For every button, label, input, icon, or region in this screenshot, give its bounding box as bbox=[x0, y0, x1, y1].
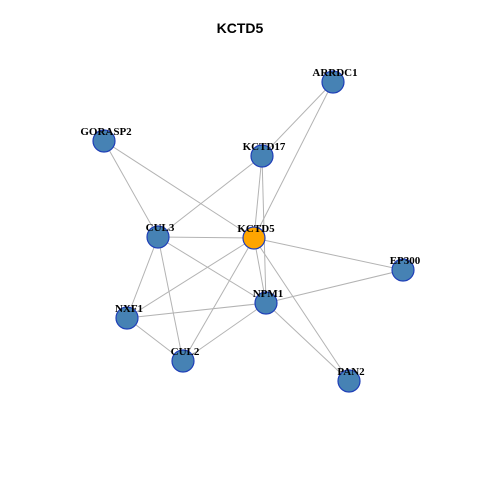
node-npm1[interactable] bbox=[254, 291, 278, 315]
node-label-cul2: CUL2 bbox=[171, 346, 200, 358]
node-arrdc1[interactable] bbox=[321, 70, 345, 94]
edge-npm1-cul2 bbox=[182, 302, 267, 362]
edge-arrdc1-kctd17 bbox=[261, 81, 334, 157]
node-label-ep300: EP300 bbox=[390, 255, 421, 267]
node-ep300[interactable] bbox=[391, 258, 415, 282]
node-label-kctd5: KCTD5 bbox=[237, 223, 275, 235]
edge-kctd17-kctd5 bbox=[253, 155, 263, 239]
node-label-pan2: PAN2 bbox=[337, 366, 365, 378]
node-cul2[interactable] bbox=[171, 349, 195, 373]
edge-nxf1-cul2 bbox=[126, 317, 184, 362]
node-label-npm1: NPM1 bbox=[253, 288, 284, 300]
label-layer: KCTD5 ARRDC1GORASP2KCTD17CUL3EP300NPM1NXF… bbox=[80, 67, 420, 378]
edge-gorasp2-cul3 bbox=[103, 140, 159, 238]
node-gorasp2[interactable] bbox=[92, 129, 116, 153]
edge-kctd5-ep300 bbox=[253, 237, 404, 271]
edge-gorasp2-kctd5 bbox=[103, 140, 255, 239]
edge-arrdc1-kctd5 bbox=[253, 81, 334, 239]
node-label-arrdc1: ARRDC1 bbox=[312, 67, 357, 79]
node-kctd17[interactable] bbox=[250, 144, 274, 168]
node-pan2[interactable] bbox=[337, 369, 361, 393]
edge-npm1-nxf1 bbox=[126, 302, 267, 319]
node-cul3[interactable] bbox=[146, 225, 170, 249]
node-kctd5[interactable] bbox=[242, 226, 266, 250]
edge-npm1-pan2 bbox=[265, 302, 350, 382]
edge-kctd5-pan2 bbox=[253, 237, 350, 382]
edge-ep300-npm1 bbox=[265, 269, 404, 304]
edge-kctd5-nxf1 bbox=[126, 237, 255, 319]
edge-kctd17-npm1 bbox=[261, 155, 267, 304]
edge-cul3-nxf1 bbox=[126, 236, 159, 319]
edge-cul3-kctd5 bbox=[157, 236, 255, 239]
edge-cul3-cul2 bbox=[157, 236, 184, 362]
edge-kctd17-cul3 bbox=[157, 155, 263, 238]
node-layer bbox=[92, 70, 415, 393]
edge-cul3-npm1 bbox=[157, 236, 267, 304]
node-label-nxf1: NXF1 bbox=[115, 303, 143, 315]
node-label-gorasp2: GORASP2 bbox=[80, 126, 132, 138]
figure-title: KCTD5 bbox=[216, 20, 264, 36]
node-label-cul3: CUL3 bbox=[146, 222, 175, 234]
edge-kctd5-cul2 bbox=[182, 237, 255, 362]
node-nxf1[interactable] bbox=[115, 306, 139, 330]
node-label-kctd17: KCTD17 bbox=[243, 141, 286, 153]
